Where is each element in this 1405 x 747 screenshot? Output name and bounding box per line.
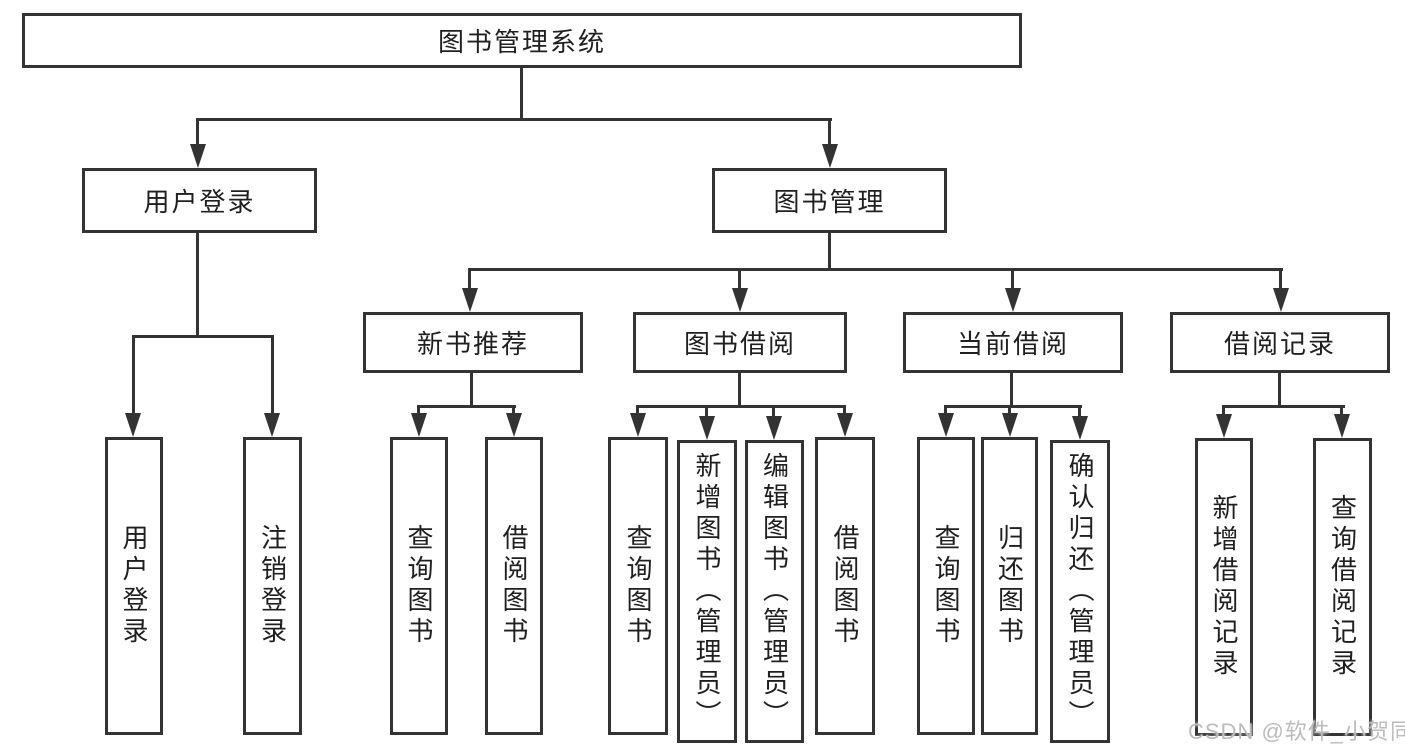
node-new-book-rec: 新书推荐 bbox=[363, 312, 583, 373]
connector-bookborrow-drop-1 bbox=[636, 405, 639, 413]
connector-currentborrow-drop-1 bbox=[944, 405, 947, 413]
node-current-borrow-label: 当前借阅 bbox=[956, 329, 1069, 359]
csdn-watermark: CSDN @软件_小贺同学 bbox=[1188, 719, 1405, 744]
leaf-borrow-book-1: 借阅图书 bbox=[485, 437, 543, 735]
connector-userlogin-drop-1 bbox=[132, 335, 135, 413]
node-new-book-rec-label: 新书推荐 bbox=[416, 329, 529, 359]
leaf-query-borrow-record: 查询借阅记录 bbox=[1313, 438, 1372, 736]
connector-newbook-drop-1 bbox=[417, 405, 420, 413]
arrow-to-leaf-add-book-admin bbox=[699, 416, 715, 440]
connector-currentborrow-stem bbox=[1010, 373, 1013, 407]
connector-newbook-stem bbox=[470, 373, 473, 407]
leaf-edit-book-admin: 编辑图书（管理员） bbox=[745, 440, 804, 743]
connector-currentborrow-rail bbox=[944, 405, 1082, 408]
connector-currentborrow-drop-3 bbox=[1078, 405, 1081, 416]
connector-borrowrecords-rail bbox=[1222, 405, 1345, 408]
arrow-to-leaf-return-book bbox=[1002, 413, 1018, 437]
node-borrow-records: 借阅记录 bbox=[1170, 312, 1390, 373]
node-book-mgmt: 图书管理 bbox=[712, 168, 947, 233]
leaf-return-book-label: 归还图书 bbox=[994, 524, 1025, 648]
node-book-borrow: 图书借阅 bbox=[633, 312, 847, 373]
node-borrow-records-label: 借阅记录 bbox=[1223, 329, 1336, 359]
leaf-logout-label: 注销登录 bbox=[257, 524, 288, 648]
connector-bookmgmt-rail bbox=[468, 268, 1283, 271]
leaf-query-book-1-label: 查询图书 bbox=[404, 524, 434, 648]
connector-bookborrow-drop-4 bbox=[843, 405, 846, 413]
connector-bookborrow-rail bbox=[636, 405, 846, 408]
connector-userlogin-stem bbox=[196, 233, 199, 335]
leaf-query-borrow-record-label: 查询借阅记录 bbox=[1327, 494, 1358, 680]
arrow-to-leaf-query-book-2 bbox=[630, 413, 646, 437]
arrow-to-leaf-add-borrow-record bbox=[1216, 414, 1232, 438]
leaf-confirm-return-admin-label: 确认归还（管理员） bbox=[1065, 452, 1095, 731]
connector-currentborrow-drop-2 bbox=[1008, 405, 1011, 413]
connector-bookmgmt-drop-1 bbox=[468, 268, 471, 288]
leaf-query-book-3: 查询图书 bbox=[917, 437, 975, 735]
leaf-logout: 注销登录 bbox=[243, 437, 302, 735]
leaf-confirm-return-admin: 确认归还（管理员） bbox=[1050, 440, 1110, 743]
leaf-query-book-3-label: 查询图书 bbox=[931, 524, 961, 648]
arrow-to-borrow-records bbox=[1273, 288, 1289, 312]
arrow-to-leaf-query-borrow-record bbox=[1334, 414, 1350, 438]
connector-root-drop-right bbox=[828, 118, 831, 146]
leaf-edit-book-admin-label: 编辑图书（管理员） bbox=[759, 452, 790, 731]
leaf-user-login: 用户登录 bbox=[105, 437, 163, 735]
connector-userlogin-rail bbox=[132, 335, 274, 338]
connector-borrowrecords-drop-2 bbox=[1340, 405, 1343, 414]
arrow-to-leaf-user-login bbox=[125, 413, 141, 437]
connector-root-stem bbox=[520, 68, 523, 118]
arrow-to-leaf-borrow-book-1 bbox=[506, 413, 522, 437]
leaf-borrow-book-1-label: 借阅图书 bbox=[499, 524, 529, 648]
connector-bookborrow-stem bbox=[738, 373, 741, 407]
connector-bookmgmt-drop-4 bbox=[1279, 268, 1282, 288]
node-user-login-label: 用户登录 bbox=[143, 187, 256, 217]
connector-bookmgmt-drop-2 bbox=[738, 268, 741, 288]
leaf-borrow-book-2-label: 借阅图书 bbox=[830, 524, 860, 648]
node-book-mgmt-label: 图书管理 bbox=[773, 187, 886, 217]
arrow-to-leaf-confirm-return bbox=[1072, 416, 1088, 440]
connector-bookborrow-drop-3 bbox=[772, 405, 775, 416]
leaf-add-borrow-record-label: 新增借阅记录 bbox=[1209, 494, 1239, 680]
arrow-to-user-login bbox=[190, 144, 206, 168]
arrow-to-book-borrow bbox=[732, 288, 748, 312]
arrow-to-leaf-logout bbox=[264, 413, 280, 437]
node-current-borrow: 当前借阅 bbox=[903, 312, 1123, 373]
node-root-label: 图书管理系统 bbox=[437, 27, 606, 57]
connector-bookmgmt-drop-3 bbox=[1011, 268, 1014, 288]
node-root: 图书管理系统 bbox=[22, 13, 1022, 68]
arrow-to-book-mgmt bbox=[822, 144, 838, 168]
leaf-add-book-admin: 新增图书（管理员） bbox=[677, 440, 737, 743]
connector-newbook-rail bbox=[417, 405, 516, 408]
leaf-add-borrow-record: 新增借阅记录 bbox=[1195, 438, 1253, 736]
arrow-to-leaf-borrow-book-2 bbox=[837, 413, 853, 437]
arrow-to-current-borrow bbox=[1005, 288, 1021, 312]
leaf-query-book-2-label: 查询图书 bbox=[623, 524, 653, 648]
connector-root-rail bbox=[196, 118, 832, 121]
leaf-borrow-book-2: 借阅图书 bbox=[815, 437, 875, 735]
arrow-to-leaf-query-book-3 bbox=[938, 413, 954, 437]
arrow-to-new-book-rec bbox=[462, 288, 478, 312]
connector-borrowrecords-stem bbox=[1278, 373, 1281, 407]
connector-newbook-drop-2 bbox=[512, 405, 515, 413]
node-book-borrow-label: 图书借阅 bbox=[683, 329, 796, 359]
connector-borrowrecords-drop-1 bbox=[1222, 405, 1225, 414]
node-user-login: 用户登录 bbox=[82, 168, 317, 233]
arrow-to-leaf-query-book-1 bbox=[411, 413, 427, 437]
arrow-to-leaf-edit-book-admin bbox=[766, 416, 782, 440]
leaf-user-login-label: 用户登录 bbox=[119, 524, 149, 648]
leaf-return-book: 归还图书 bbox=[981, 437, 1038, 735]
leaf-query-book-2: 查询图书 bbox=[608, 437, 668, 735]
connector-root-drop-left bbox=[196, 118, 199, 146]
connector-userlogin-drop-2 bbox=[271, 335, 274, 413]
connector-bookborrow-drop-2 bbox=[705, 405, 708, 416]
leaf-add-book-admin-label: 新增图书（管理员） bbox=[692, 452, 722, 731]
leaf-query-book-1: 查询图书 bbox=[390, 437, 448, 735]
connector-bookmgmt-stem bbox=[828, 233, 831, 271]
